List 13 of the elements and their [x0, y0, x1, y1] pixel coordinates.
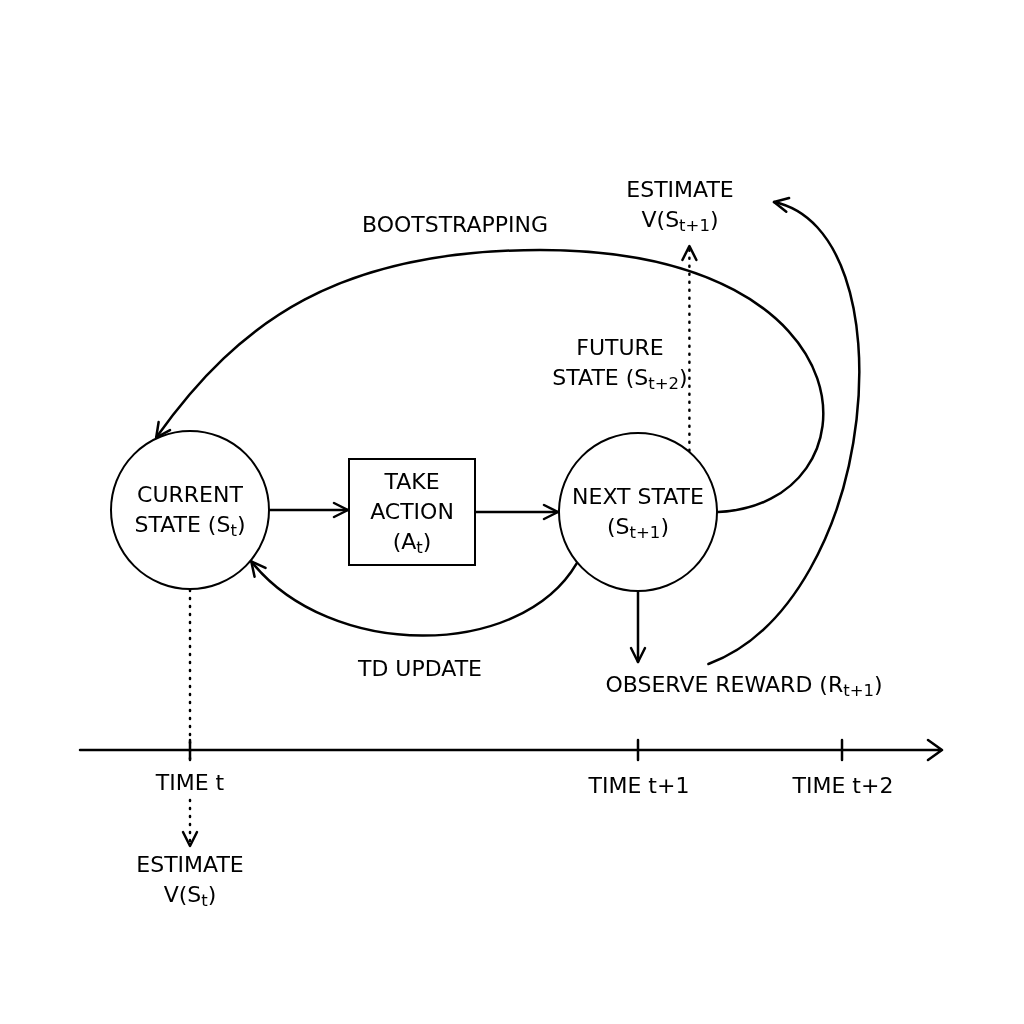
estimate-text: ESTIMATE V(S$_{t+1}$): [590, 168, 770, 242]
arrow: [154, 248, 825, 514]
state-label: FUTURE STATE (S$_{t+2}$): [551, 334, 689, 396]
dotted-arrow: [681, 244, 698, 452]
estimate-text: ESTIMATE V(S$_{t}$): [110, 846, 270, 914]
arrow: [629, 590, 647, 664]
time-label: TIME t+1: [587, 772, 691, 800]
reward-text: OBSERVE REWARD (R$_{t+1}$): [566, 664, 922, 706]
dotted-arrow: [181, 798, 199, 848]
action-box: TAKE ACTION (A$_{t}$): [348, 458, 476, 566]
time-label: TIME t: [140, 766, 240, 800]
time-label: TIME t+2: [791, 772, 895, 800]
arrow: [250, 560, 578, 637]
